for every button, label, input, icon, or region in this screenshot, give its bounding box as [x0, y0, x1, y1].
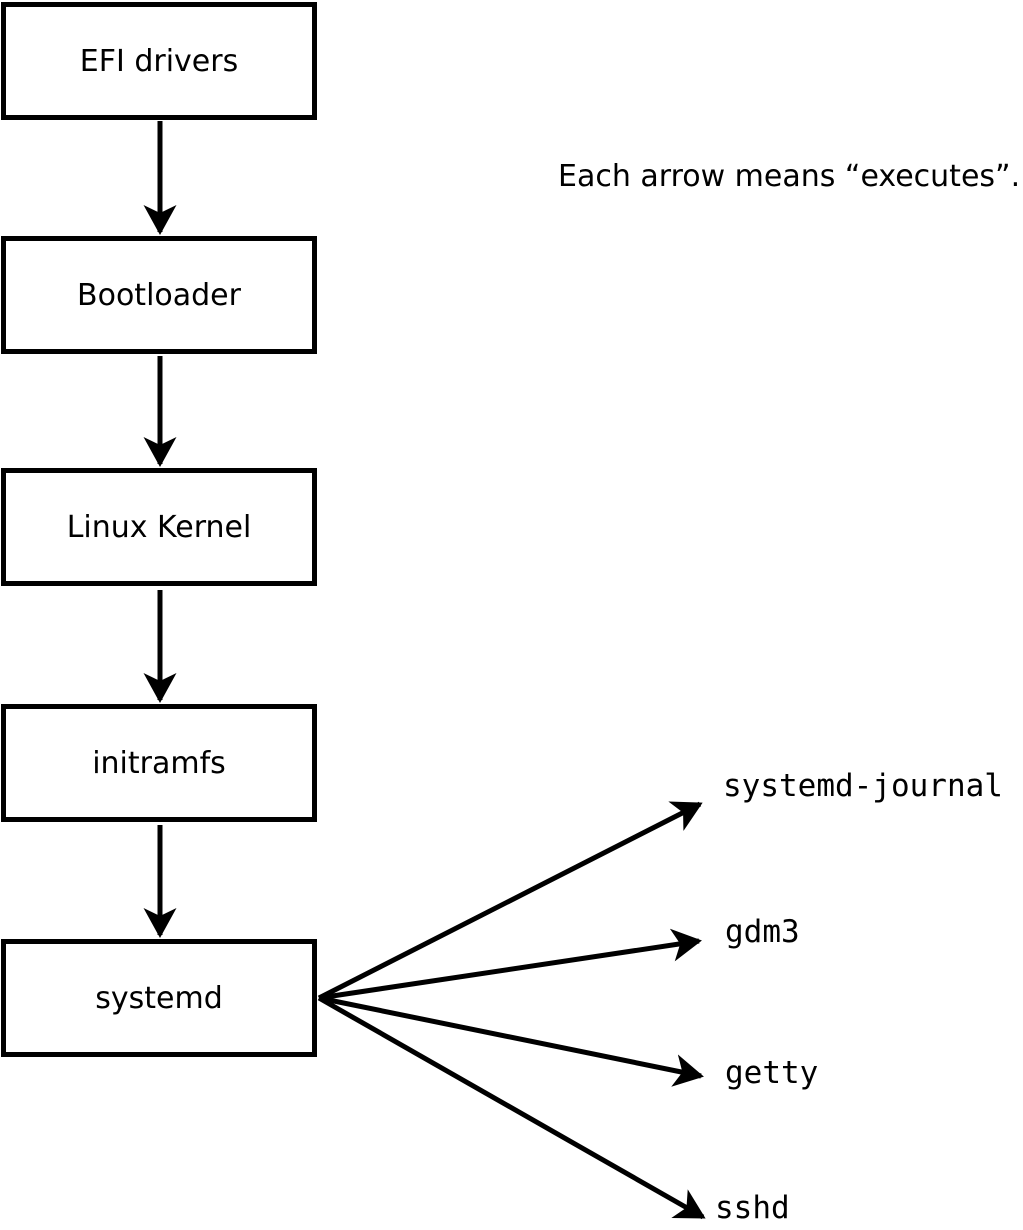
node-initramfs: initramfs [1, 704, 317, 822]
diagram-caption: Each arrow means “executes”. [558, 159, 1021, 194]
node-bootloader: Bootloader [1, 236, 317, 354]
service-label-sshd: sshd [715, 1190, 790, 1226]
node-linux-kernel-label: Linux Kernel [66, 509, 252, 545]
node-efi-drivers: EFI drivers [1, 2, 317, 120]
node-efi-drivers-label: EFI drivers [79, 43, 239, 79]
node-linux-kernel: Linux Kernel [1, 468, 317, 586]
arrow-systemd-to-gdm3 [318, 928, 702, 1001]
service-label-gdm3: gdm3 [725, 914, 800, 950]
arrow-systemd-to-getty [318, 995, 704, 1087]
node-systemd: systemd [1, 939, 317, 1057]
node-systemd-label: systemd [95, 980, 223, 1016]
service-label-systemd-journal: systemd-journal [723, 768, 1003, 804]
service-label-getty: getty [725, 1055, 819, 1091]
node-initramfs-label: initramfs [92, 745, 226, 781]
node-bootloader-label: Bootloader [77, 277, 241, 313]
arrow-systemd-to-sshd [317, 995, 706, 1220]
arrow-systemd-to-systemd-journal [317, 801, 703, 1001]
